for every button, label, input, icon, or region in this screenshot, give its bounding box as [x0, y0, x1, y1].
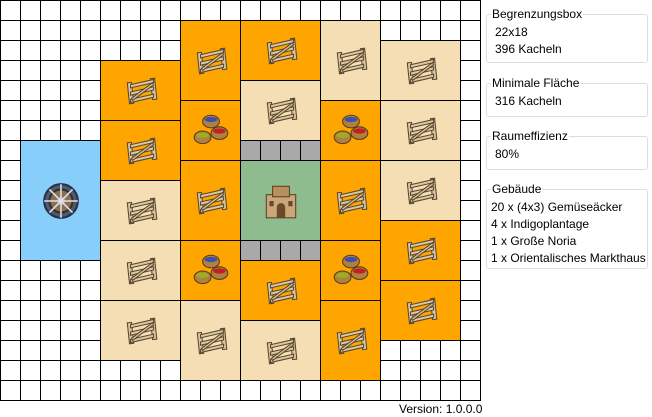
dye-pots-icon	[190, 250, 232, 292]
field-building[interactable]	[100, 120, 181, 181]
indigo-plantation-building[interactable]	[320, 240, 381, 301]
fence-icon	[260, 270, 302, 312]
field-building[interactable]	[380, 280, 461, 341]
indigo-plantation-building[interactable]	[320, 100, 381, 161]
buildings-group: Gebäude 20 x (4x3) Gemüseäcker 4 x Indig…	[486, 181, 648, 269]
fence-icon	[120, 310, 162, 352]
fence-icon	[400, 290, 442, 332]
dye-pots-icon	[330, 250, 372, 292]
bounding-box-size: 22x18	[495, 25, 528, 39]
version-label: Version: 1.0.0.0	[399, 402, 483, 416]
field-building[interactable]	[100, 60, 181, 121]
fence-icon	[260, 90, 302, 132]
fence-icon	[190, 40, 232, 82]
great-noria-building[interactable]	[20, 140, 101, 261]
fence-icon	[400, 230, 442, 272]
building-count-item: 4 x Indigoplantage	[491, 217, 590, 231]
fence-icon	[260, 330, 302, 372]
fence-icon	[400, 50, 442, 92]
field-building[interactable]	[240, 80, 321, 141]
field-building[interactable]	[100, 300, 181, 361]
field-building[interactable]	[320, 160, 381, 241]
field-building[interactable]	[240, 260, 321, 321]
dye-pots-icon	[330, 110, 372, 152]
road-strip	[240, 240, 321, 261]
field-building[interactable]	[180, 300, 241, 381]
field-building[interactable]	[240, 20, 321, 81]
space-efficiency-value: 80%	[495, 147, 520, 161]
field-building[interactable]	[180, 20, 241, 101]
field-building[interactable]	[100, 240, 181, 301]
fence-icon	[400, 170, 442, 212]
fence-icon	[190, 180, 232, 222]
fence-icon	[260, 30, 302, 72]
fence-icon	[120, 70, 162, 112]
field-building[interactable]	[180, 160, 241, 241]
field-building[interactable]	[320, 20, 381, 101]
fence-icon	[120, 190, 162, 232]
field-building[interactable]	[380, 160, 461, 221]
market-house-icon	[260, 180, 302, 222]
building-count-item: 20 x (4x3) Gemüseäcker	[491, 200, 623, 214]
field-building[interactable]	[240, 320, 321, 381]
field-building[interactable]	[380, 220, 461, 281]
minimal-area-group: Minimale Fläche 316 Kacheln	[486, 75, 648, 117]
field-building[interactable]	[380, 40, 461, 101]
bounding-box-group: Begrenzungsbox 22x18 396 Kacheln	[486, 6, 648, 63]
indigo-plantation-building[interactable]	[180, 100, 241, 161]
road-strip	[240, 140, 321, 161]
minimal-area-tiles: 316 Kacheln	[495, 94, 562, 108]
indigo-plantation-building[interactable]	[180, 240, 241, 301]
dye-pots-icon	[190, 110, 232, 152]
field-building[interactable]	[100, 180, 181, 241]
space-efficiency-group: Raumeffizienz 80%	[486, 128, 648, 170]
fence-icon	[400, 110, 442, 152]
fence-icon	[330, 40, 372, 82]
buildings-title: Gebäude	[491, 181, 543, 197]
oriental-market-house-building[interactable]	[240, 160, 321, 241]
fence-icon	[330, 180, 372, 222]
water-wheel-icon	[40, 180, 82, 222]
fence-icon	[190, 320, 232, 362]
minimal-area-title: Minimale Fläche	[491, 75, 581, 91]
building-count-item: 1 x Orientalisches Markthaus	[491, 251, 646, 265]
field-building[interactable]	[380, 100, 461, 161]
fence-icon	[120, 250, 162, 292]
space-efficiency-title: Raumeffizienz	[491, 128, 569, 144]
fence-icon	[120, 130, 162, 172]
bounding-box-title: Begrenzungsbox	[491, 6, 584, 22]
building-count-item: 1 x Große Noria	[491, 234, 577, 248]
bounding-box-tiles: 396 Kacheln	[495, 42, 562, 56]
fence-icon	[330, 320, 372, 362]
field-building[interactable]	[320, 300, 381, 381]
